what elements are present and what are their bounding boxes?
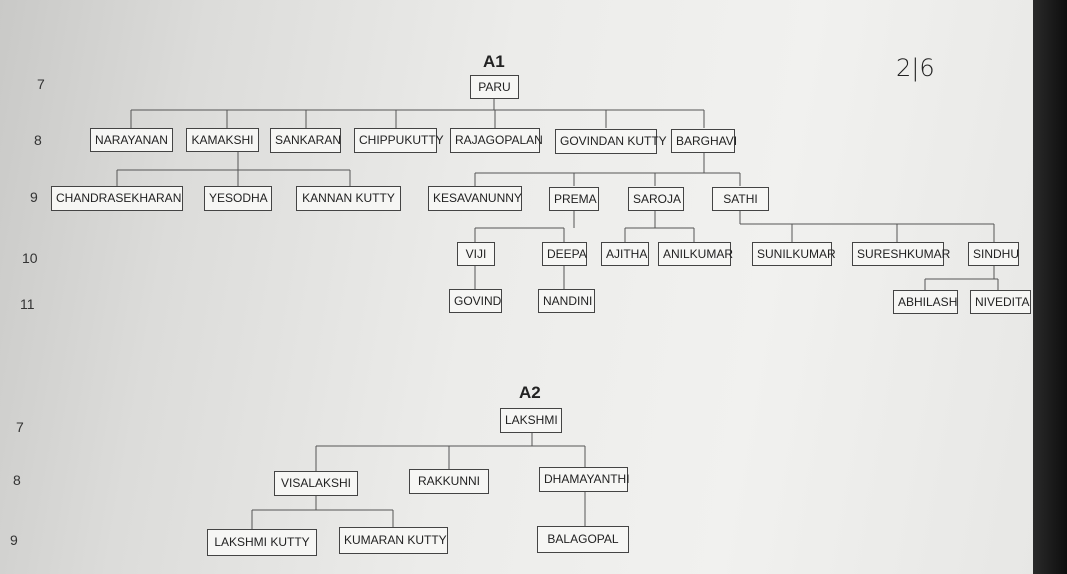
person-abhilash: ABHILASH	[893, 290, 958, 314]
person-sankaran: SANKARAN	[270, 128, 341, 153]
person-kesavanunny: KESAVANUNNY	[428, 186, 522, 211]
generation-label: 7	[16, 419, 24, 435]
generation-label: 7	[37, 76, 45, 92]
generation-label: 9	[30, 189, 38, 205]
person-paru: PARU	[470, 75, 519, 99]
tree-title-a1: A1	[483, 52, 505, 71]
generation-label: 9	[10, 532, 18, 548]
person-govindan-kutty: GOVINDAN KUTTY	[555, 129, 667, 154]
person-chandrasekharan: CHANDRASEKHARAN	[51, 186, 183, 211]
person-lakshmi: LAKSHMI	[500, 408, 562, 433]
person-visalakshi: VISALAKSHI	[274, 471, 358, 496]
person-saroja: SAROJA	[628, 187, 684, 211]
person-lakshmi-kutty: LAKSHMI KUTTY	[207, 529, 317, 556]
generation-label: 8	[34, 132, 42, 148]
tree-title-a2: A2	[519, 383, 541, 402]
person-govind: GOVIND	[449, 289, 502, 313]
person-rajagopalan: RAJAGOPALAN	[450, 128, 543, 153]
person-barghavi: BARGHAVI	[671, 129, 737, 153]
person-sunilkumar: SUNILKUMAR	[752, 242, 836, 266]
person-sureshkumar: SURESHKUMAR	[852, 242, 950, 266]
person-viji: VIJI	[457, 242, 495, 266]
person-balagopal: BALAGOPAL	[537, 526, 629, 553]
generation-label: 8	[13, 472, 21, 488]
generation-label: 11	[20, 296, 35, 312]
page-number: 2|6	[896, 54, 935, 82]
person-yesodha: YESODHA	[204, 186, 272, 211]
person-chippukutty: CHIPPUKUTTY	[354, 128, 444, 153]
person-sindhu: SINDHU	[968, 242, 1019, 266]
person-prema: PREMA	[549, 187, 599, 211]
person-sathi: SATHI	[712, 187, 769, 211]
person-dhamayanthi: DHAMAYANTHI	[539, 467, 630, 492]
dark-background-edge	[1033, 0, 1067, 574]
person-nandini: NANDINI	[538, 289, 595, 313]
person-kannan-kutty: KANNAN KUTTY	[296, 186, 401, 211]
generation-label: 10	[22, 250, 38, 266]
person-kumaran-kutty: KUMARAN KUTTY	[339, 527, 448, 554]
person-ajitha: AJITHA	[601, 242, 649, 266]
person-deepa: DEEPA	[542, 242, 587, 266]
person-rakkunni: RAKKUNNI	[409, 469, 489, 494]
person-nivedita: NIVEDITA	[970, 290, 1031, 314]
person-anilkumar: ANILKUMAR	[658, 242, 733, 266]
person-kamakshi: KAMAKSHI	[186, 128, 259, 152]
person-narayanan: NARAYANAN	[90, 128, 173, 152]
